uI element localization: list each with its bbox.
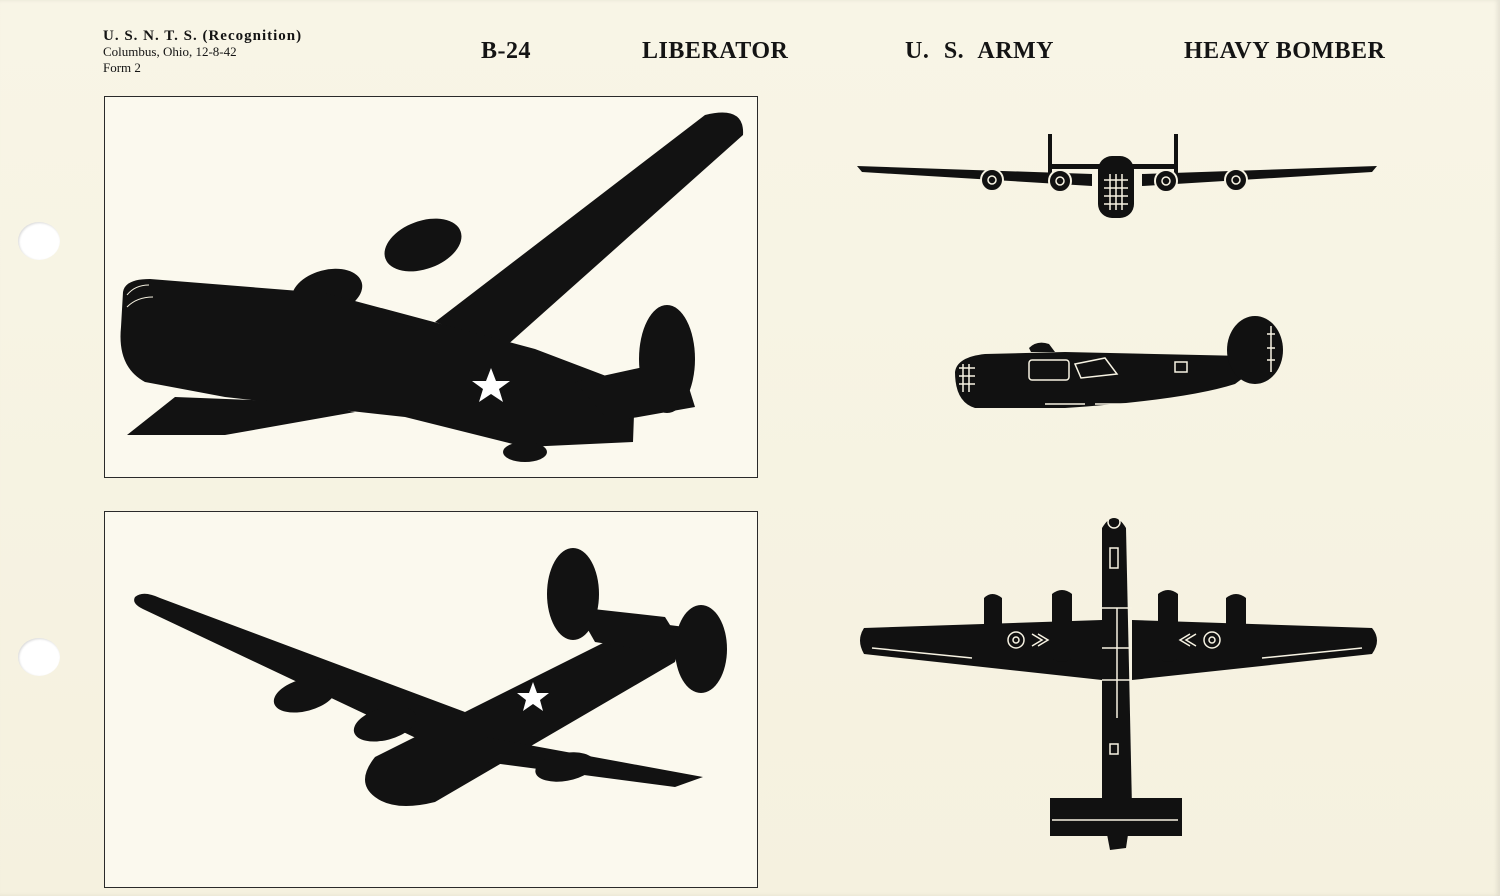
photo-bottom-underside-view <box>104 511 758 888</box>
punch-hole <box>18 638 60 676</box>
issuer-title: U. S. N. T. S. (Recognition) <box>103 28 303 44</box>
front-view-silhouette <box>852 128 1382 224</box>
bomber-silhouette-photo-icon <box>134 548 727 806</box>
bomber-silhouette-photo-icon <box>120 112 744 462</box>
issuer-location-date: Columbus, Ohio, 12-8-42 <box>103 44 237 59</box>
issuer-block: U. S. N. T. S. (Recognition) Columbus, O… <box>103 28 302 76</box>
aircraft-designation: B-24 <box>481 38 531 64</box>
front-silhouette-icon <box>857 134 1377 218</box>
aircraft-name: LIBERATOR <box>642 38 789 64</box>
side-silhouette-icon <box>955 316 1283 408</box>
plan-view-silhouette <box>852 508 1384 853</box>
photo-top-three-quarter-view <box>104 96 758 478</box>
punch-hole <box>18 222 60 260</box>
side-view-silhouette <box>945 312 1295 414</box>
plan-silhouette-icon <box>860 515 1377 850</box>
issuer-form: Form 2 <box>103 60 141 75</box>
aircraft-service: U. S. ARMY <box>905 38 1055 64</box>
aircraft-type: HEAVY BOMBER <box>1184 38 1386 64</box>
